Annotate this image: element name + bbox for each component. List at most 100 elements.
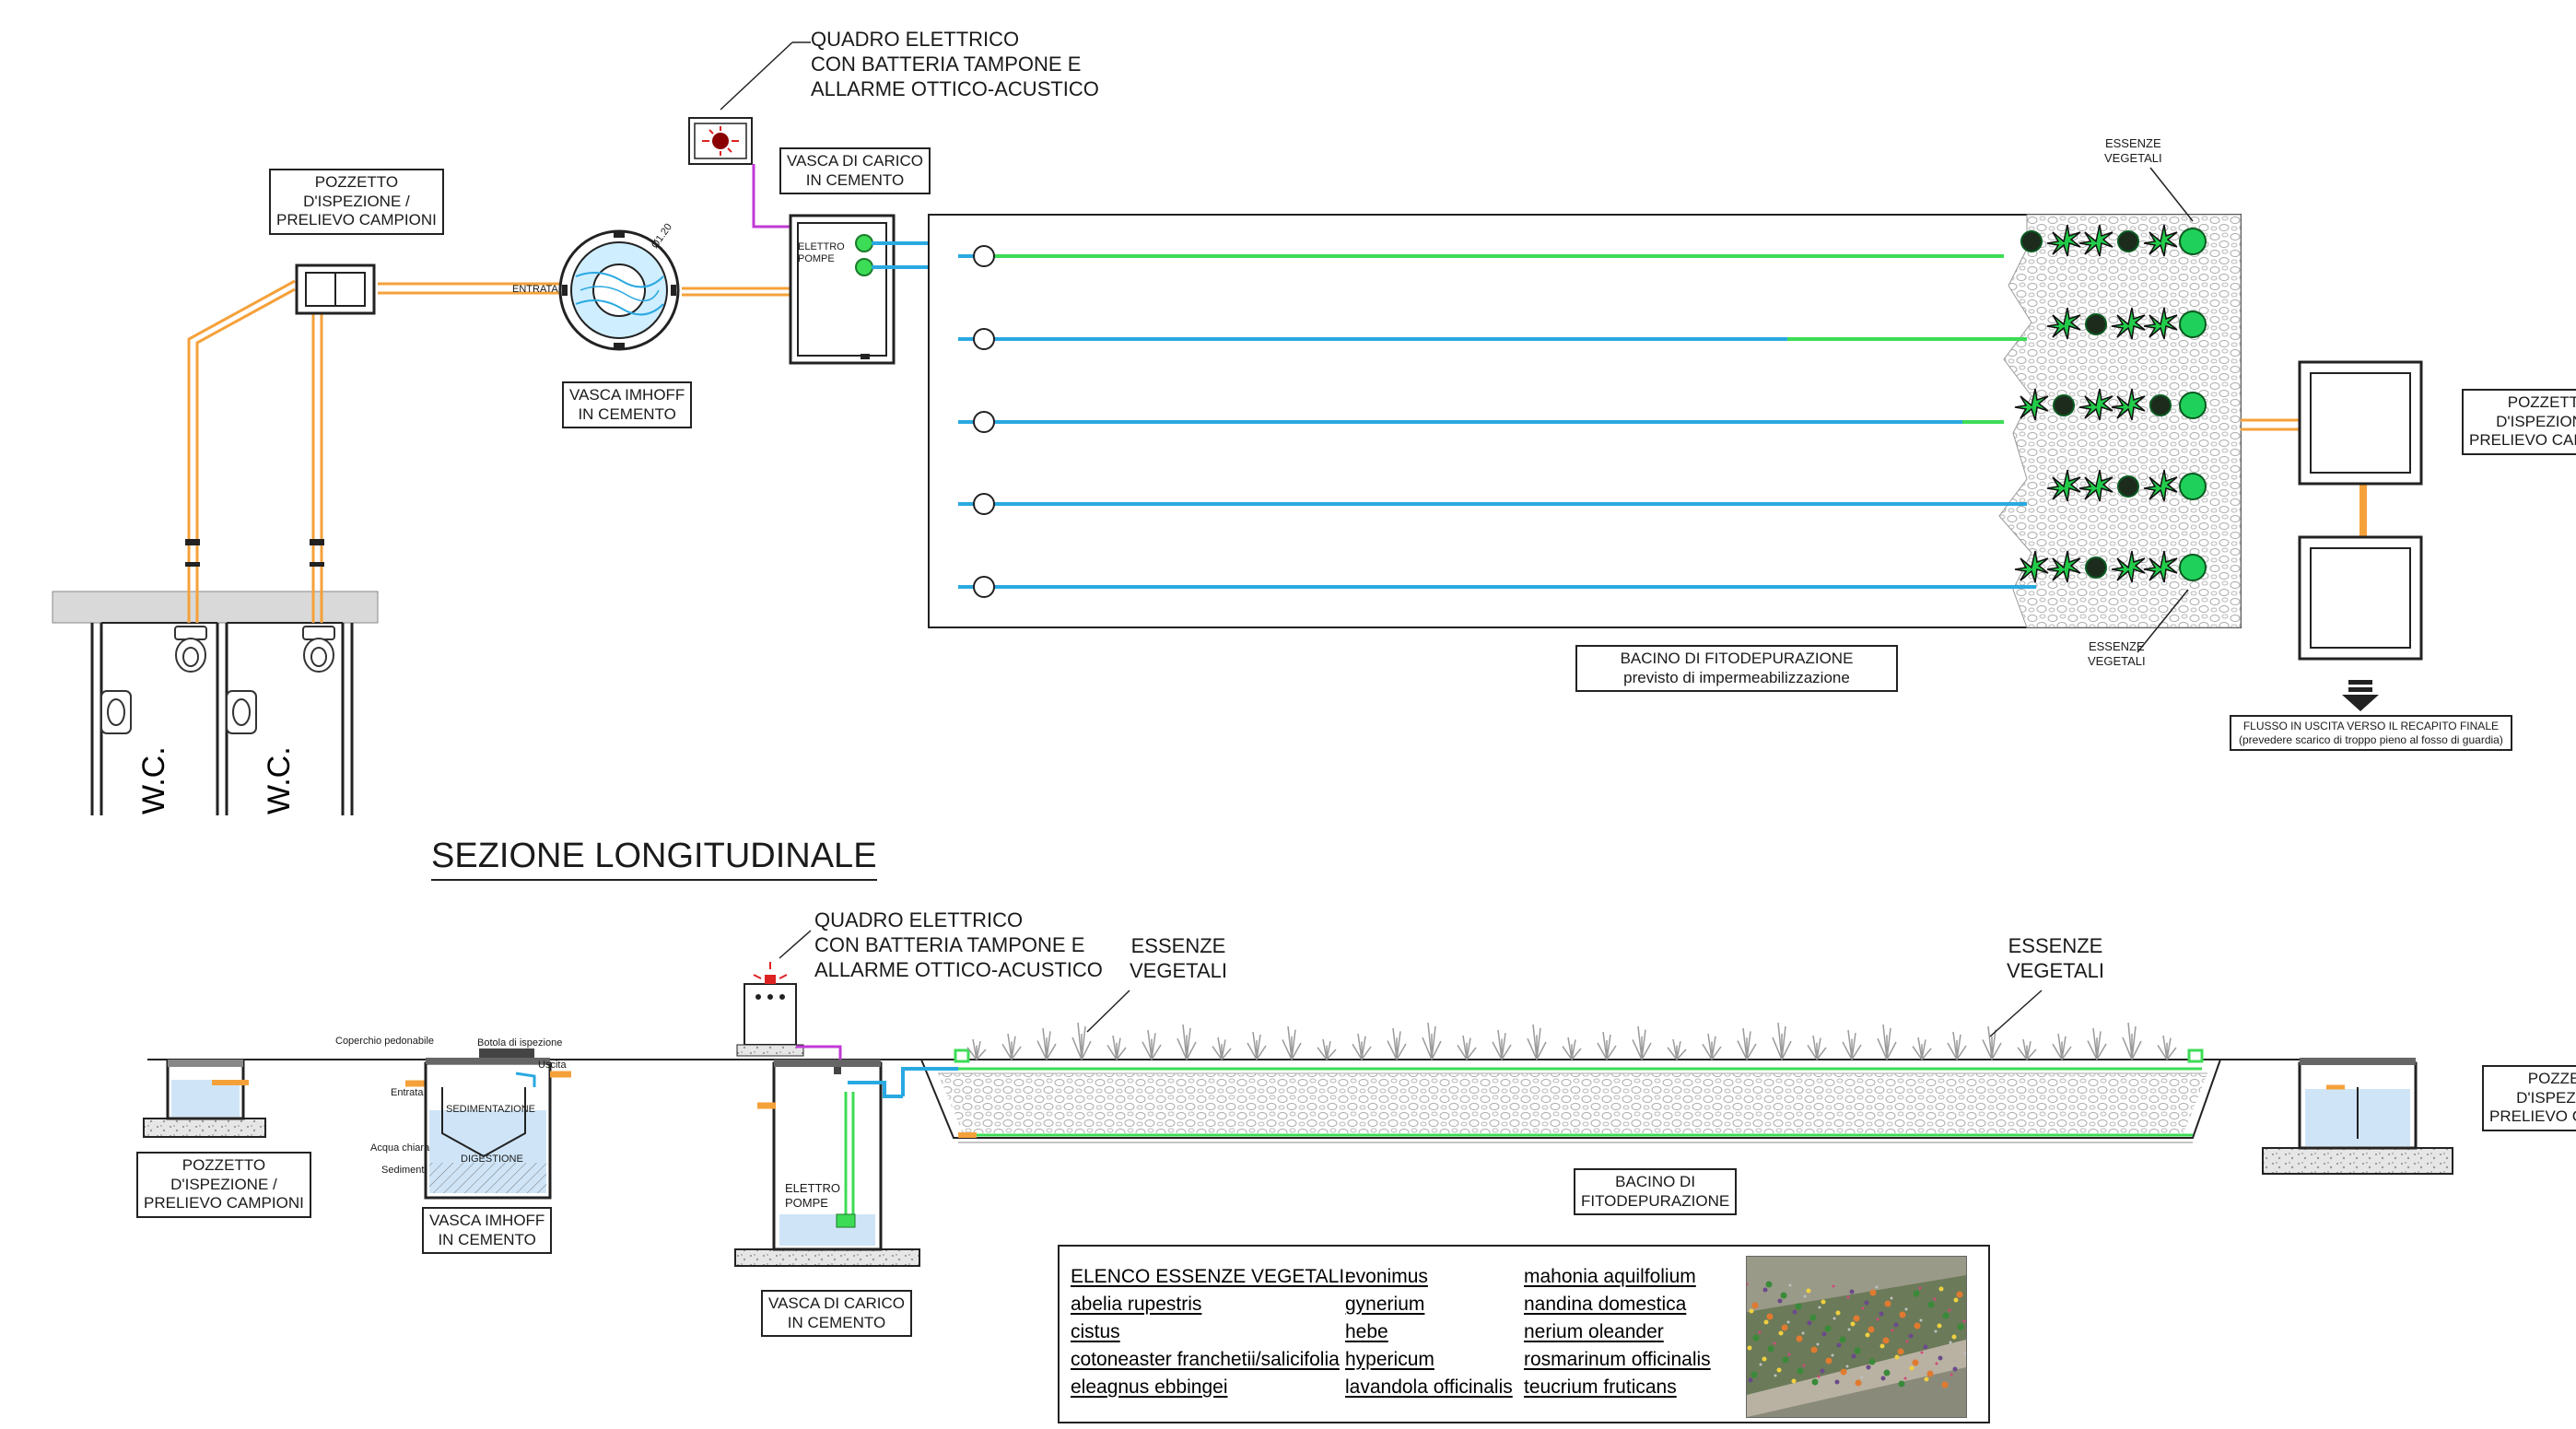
plant-grass-icon bbox=[2046, 224, 2081, 257]
planted-bed-photo bbox=[1746, 1256, 1967, 1418]
plant-grid-plan bbox=[2014, 224, 2207, 583]
plant-sketch-icon bbox=[1947, 1031, 1967, 1060]
legend-item: abelia rupestris bbox=[1071, 1294, 1202, 1315]
leader-lines-section bbox=[1086, 990, 2043, 1037]
plant-sketch-icon bbox=[1352, 1033, 1372, 1060]
legend-col-3: mahonia aquilfolium nandina domestica ne… bbox=[1524, 1263, 1711, 1401]
pumps-plan bbox=[855, 234, 873, 276]
plant-shrub-icon bbox=[2085, 313, 2107, 335]
plants-section bbox=[966, 1022, 2177, 1060]
plant-sketch-icon bbox=[1492, 1029, 1512, 1060]
plant-grass-icon bbox=[2078, 388, 2113, 421]
line-valves-plan bbox=[973, 245, 995, 598]
plant-shrub-icon bbox=[2179, 554, 2207, 581]
dosing-tank-plan bbox=[789, 214, 896, 365]
imhoff-inlet-label: Entrata bbox=[391, 1087, 424, 1098]
legend-col-1: ELENCO ESSENZE VEGETALI: abelia rupestri… bbox=[1071, 1263, 1350, 1401]
plant-sketch-icon bbox=[1562, 1037, 1582, 1060]
distribution-lines-plan bbox=[958, 254, 2036, 589]
imhoff-outlet-label: Uscita bbox=[538, 1060, 567, 1071]
plant-sketch-icon bbox=[1212, 1037, 1232, 1060]
plant-grass-icon bbox=[2046, 307, 2081, 340]
legend-item: hypericum bbox=[1345, 1349, 1434, 1370]
plant-sketch-icon bbox=[1982, 1025, 2002, 1060]
plant-sketch-icon bbox=[1247, 1031, 1267, 1060]
plant-sketch-icon bbox=[1107, 1035, 1127, 1060]
plant-sketch-icon bbox=[2087, 1027, 2107, 1060]
plant-shrub-icon bbox=[2179, 392, 2207, 419]
legend-col-2: evonimus gynerium hebe hypericum lavando… bbox=[1345, 1263, 1513, 1401]
flow-arrow-icon bbox=[2342, 680, 2379, 711]
inspection-wells-plan-right bbox=[2298, 360, 2423, 661]
plant-grass-icon bbox=[2078, 224, 2113, 257]
wc-label-2: W.C. bbox=[262, 746, 297, 814]
plant-shrub-icon bbox=[2149, 394, 2172, 416]
plant-sketch-icon bbox=[1142, 1029, 1162, 1060]
plant-sketch-icon bbox=[1177, 1024, 1197, 1060]
plant-sketch-icon bbox=[1527, 1024, 1547, 1060]
plant-grass-icon bbox=[2143, 224, 2178, 257]
imhoff-digestion-label: DIGESTIONE bbox=[461, 1154, 523, 1165]
legend-item: cistus bbox=[1071, 1321, 1120, 1342]
legend-item: eleagnus ebbingei bbox=[1071, 1376, 1228, 1398]
legend-item: gynerium bbox=[1345, 1294, 1425, 1315]
imhoff-sedimentation-label: SEDIMENTAZIONE bbox=[446, 1104, 535, 1115]
wc-label-1: W.C. bbox=[136, 746, 171, 814]
plant-sketch-icon bbox=[1772, 1022, 1792, 1060]
plant-sketch-icon bbox=[1667, 1038, 1687, 1060]
imhoff-tank-section bbox=[405, 1048, 571, 1200]
plant-shrub-icon bbox=[2179, 228, 2207, 255]
plant-sketch-icon bbox=[1737, 1027, 1757, 1060]
legend-item: nerium oleander bbox=[1524, 1321, 1664, 1342]
inspection-well-section-left bbox=[143, 1060, 266, 1138]
imhoff-tank-plan bbox=[558, 229, 680, 351]
legend-title: ELENCO ESSENZE VEGETALI: bbox=[1071, 1266, 1351, 1287]
plant-sketch-icon bbox=[2157, 1035, 2177, 1060]
imhoff-hatch-label: Botola di ispezione bbox=[477, 1037, 563, 1048]
gravel-bed-plan bbox=[1998, 214, 2242, 628]
legend-item: nandina domestica bbox=[1524, 1294, 1687, 1315]
imhoff-sediments-label: Sedimenti bbox=[381, 1165, 427, 1176]
plant-shrub-icon bbox=[2117, 475, 2139, 498]
plant-shrub-icon bbox=[2085, 556, 2107, 579]
plant-sketch-icon bbox=[1317, 1038, 1337, 1060]
plant-sketch-icon bbox=[2017, 1038, 2037, 1060]
plant-shrub-icon bbox=[2179, 310, 2207, 338]
plant-grass-icon bbox=[2143, 307, 2178, 340]
plant-sketch-icon bbox=[1036, 1027, 1057, 1060]
pipe-joints bbox=[185, 539, 324, 567]
plan-outflow-label: FLUSSO IN USCITA VERSO IL RECAPITO FINAL… bbox=[2230, 715, 2512, 752]
electric-panel-plan bbox=[688, 41, 811, 165]
wc-fixtures bbox=[100, 626, 335, 734]
legend-item: lavandola officinalis bbox=[1345, 1376, 1513, 1398]
plant-grass-icon bbox=[2046, 550, 2081, 583]
plan-inlet-label: ENTRATA bbox=[512, 284, 558, 295]
section-title: SEZIONE LONGITUDINALE bbox=[431, 835, 877, 882]
imhoff-clear-water-label: Acqua chiara bbox=[370, 1142, 430, 1154]
plant-grass-icon bbox=[2143, 550, 2178, 583]
legend-item: mahonia aquilfolium bbox=[1524, 1266, 1696, 1287]
legend-item: hebe bbox=[1345, 1321, 1388, 1342]
plant-shrub-icon bbox=[2179, 473, 2207, 500]
plant-sketch-icon bbox=[1422, 1022, 1442, 1060]
plant-grass-icon bbox=[2143, 469, 2178, 502]
plant-shrub-icon bbox=[2053, 394, 2075, 416]
dosing-tank-section bbox=[734, 1060, 920, 1267]
inlet-pipes-plan bbox=[187, 279, 792, 623]
plant-shrub-icon bbox=[2020, 230, 2043, 252]
plant-sketch-icon bbox=[2122, 1022, 2142, 1060]
plant-sketch-icon bbox=[1387, 1027, 1407, 1060]
